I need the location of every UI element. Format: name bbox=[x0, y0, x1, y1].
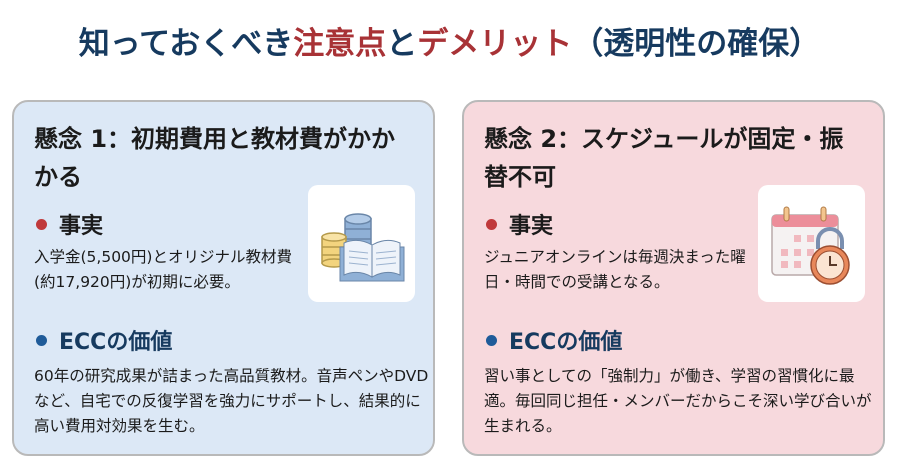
title-part: と bbox=[386, 26, 418, 62]
page-title: 知っておくべき注意点とデメリット（透明性の確保） bbox=[0, 18, 899, 63]
fact-section-label: 事実 bbox=[484, 208, 553, 240]
red-bullet-icon bbox=[486, 218, 497, 230]
card-heading: 懸念 1：初期費用と教材費がかかかる bbox=[34, 125, 396, 191]
blue-bullet-icon bbox=[36, 334, 47, 346]
coins-and-book-icon bbox=[308, 185, 415, 302]
value-text: 60年の研究成果が詰まった高品質教材。音声ペンやDVDなど、自宅での反復学習を強… bbox=[34, 367, 429, 435]
fact-text: 入学金(5,500円)とオリジナル教材費(約17,920円)が初期に必要。 bbox=[34, 248, 292, 291]
fact-section-label: 事実 bbox=[34, 208, 103, 240]
calendar-lock-clock-icon bbox=[758, 185, 865, 302]
value-label: ECCの価値 bbox=[509, 330, 623, 355]
value-section-label: ECCの価値 bbox=[484, 324, 622, 356]
fact-label: 事実 bbox=[59, 214, 104, 239]
concern-card-cost: 懸念 1：初期費用と教材費がかかかる 事実 入学金(5,500円)とオリジナル教… bbox=[12, 100, 435, 456]
title-part: 知っておくべき bbox=[78, 26, 294, 62]
value-text: 習い事としての「強制力」が働き、学習の習慣化に最適。毎回同じ担任・メンバーだから… bbox=[484, 367, 872, 435]
title-part: （透明性の確保） bbox=[572, 26, 821, 62]
title-highlight: デメリット bbox=[417, 26, 573, 62]
card-heading: 懸念 2：スケジュールが固定・振替不可 bbox=[484, 125, 844, 191]
fact-label: 事実 bbox=[509, 214, 554, 239]
fact-text: ジュニアオンラインは毎週決まった曜日・時間での受講となる。 bbox=[484, 248, 746, 291]
value-section-label: ECCの価値 bbox=[34, 324, 172, 356]
value-label: ECCの価値 bbox=[59, 330, 173, 355]
concern-card-schedule: 懸念 2：スケジュールが固定・振替不可 事実 ジュニアオンラインは毎週決まった曜… bbox=[462, 100, 885, 456]
red-bullet-icon bbox=[36, 218, 47, 230]
blue-bullet-icon bbox=[486, 334, 497, 346]
title-highlight: 注意点 bbox=[293, 26, 387, 62]
